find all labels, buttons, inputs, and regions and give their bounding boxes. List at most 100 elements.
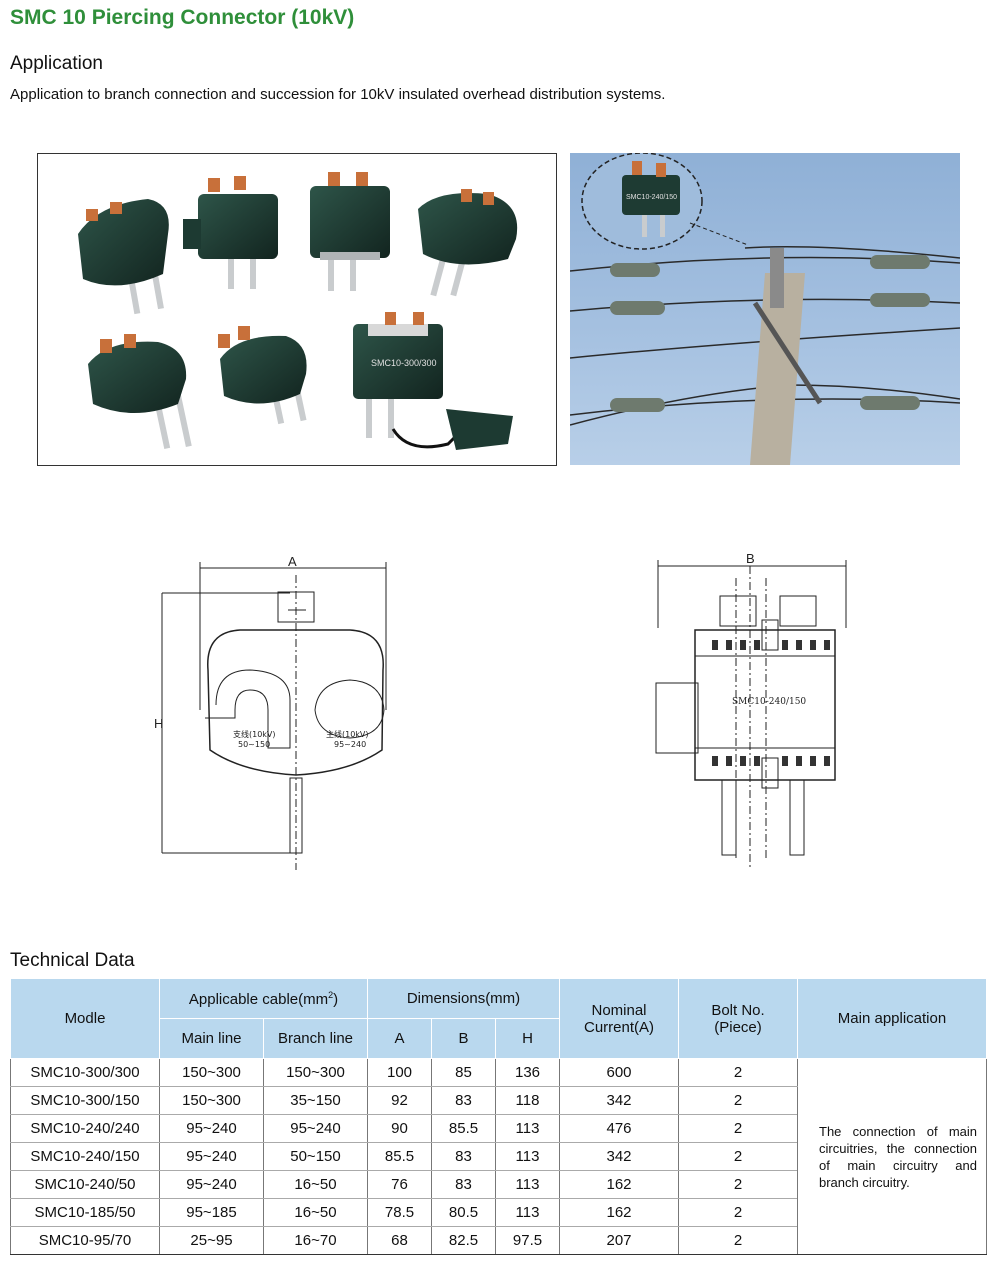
front-ribs [712, 640, 830, 766]
cell-branch-line: 16~50 [263, 1170, 368, 1199]
cell-dim-a: 90 [367, 1114, 432, 1143]
header-branch-line: Branch line [263, 1018, 368, 1059]
cell-branch-line: 16~70 [263, 1226, 368, 1255]
cell-dim-h: 136 [495, 1058, 560, 1087]
connector-7-label: SMC10-300/300 [371, 358, 437, 368]
header-dim-a: A [367, 1018, 432, 1059]
cell-bolts: 2 [678, 1170, 798, 1199]
dim-b-label: B [746, 551, 755, 566]
cell-branch-line: 16~50 [263, 1198, 368, 1227]
branch-line-range: 50~150 [238, 740, 270, 749]
connector-photo-4 [418, 189, 518, 297]
cell-branch-line: 150~300 [263, 1058, 368, 1087]
connector-photo-7: SMC10-300/300 [353, 312, 513, 450]
header-model: Modle [10, 978, 160, 1059]
cell-model: SMC10-240/240 [10, 1114, 160, 1143]
header-bolt-no: Bolt No.(Piece) [678, 978, 798, 1059]
cell-model: SMC10-240/150 [10, 1142, 160, 1171]
connector-photo-2 [183, 176, 278, 289]
cell-dim-a: 100 [367, 1058, 432, 1087]
main-line-label: 主线(10kV) [326, 729, 369, 739]
cell-dim-a: 68 [367, 1226, 432, 1255]
cell-dim-h: 113 [495, 1114, 560, 1143]
cell-dim-a: 85.5 [367, 1142, 432, 1171]
dim-a-label: A [288, 554, 297, 569]
cell-bolts: 2 [678, 1226, 798, 1255]
cell-dim-b: 80.5 [431, 1198, 496, 1227]
table-row: SMC10-95/70 25~95 16~70 68 82.5 97.5 207… [10, 1226, 987, 1255]
table-row: SMC10-300/150 150~300 35~150 92 83 118 3… [10, 1086, 987, 1115]
connector-photo-5 [88, 334, 192, 449]
cell-dim-a: 76 [367, 1170, 432, 1199]
connector-photo-3 [310, 172, 390, 291]
branch-line-label: 支线(10kV) [233, 729, 276, 739]
crossarm [752, 301, 823, 405]
pole-illustration: SMC10-240/150 [570, 153, 960, 465]
cell-dim-b: 85 [431, 1058, 496, 1087]
cell-main-line: 95~185 [159, 1198, 264, 1227]
cell-bolts: 2 [678, 1198, 798, 1227]
connector-photo-group: SMC10-300/300 [78, 172, 518, 450]
inset-connector [622, 175, 680, 215]
cell-bolts: 2 [678, 1142, 798, 1171]
insulator-top [770, 248, 784, 308]
technical-heading: Technical Data [10, 950, 135, 971]
cell-dim-b: 83 [431, 1170, 496, 1199]
cell-current: 162 [559, 1170, 679, 1199]
table-row: SMC10-300/300 150~300 150~300 100 85 136… [10, 1058, 987, 1255]
table-row: SMC10-240/50 95~240 16~50 76 83 113 162 … [10, 1170, 987, 1199]
main-line-range: 95~240 [334, 740, 366, 749]
table-row: SMC10-240/240 95~240 95~240 90 85.5 113 … [10, 1114, 987, 1143]
table-row: SMC10-185/50 95~185 16~50 78.5 80.5 113 … [10, 1198, 987, 1227]
cell-model: SMC10-185/50 [10, 1198, 160, 1227]
cell-dim-h: 113 [495, 1170, 560, 1199]
page-title: SMC 10 Piercing Connector (10kV) [10, 6, 355, 29]
cell-main-line: 95~240 [159, 1170, 264, 1199]
cell-dim-b: 85.5 [431, 1114, 496, 1143]
connector-photo-6 [218, 326, 307, 425]
cell-main-line: 25~95 [159, 1226, 264, 1255]
cell-dim-h: 118 [495, 1086, 560, 1115]
header-dim-b: B [431, 1018, 496, 1059]
cell-main-application: The connection of main circuitries, the … [797, 1058, 987, 1255]
cell-model: SMC10-95/70 [10, 1226, 160, 1255]
cell-dim-h: 113 [495, 1198, 560, 1227]
cell-bolts: 2 [678, 1114, 798, 1143]
header-main-application: Main application [797, 978, 987, 1059]
connector-photo-1 [78, 199, 169, 315]
header-dim-h: H [495, 1018, 560, 1059]
inset-label: SMC10-240/150 [626, 194, 677, 201]
insulators [610, 255, 930, 412]
cell-branch-line: 35~150 [263, 1086, 368, 1115]
cell-current: 162 [559, 1198, 679, 1227]
cell-branch-line: 95~240 [263, 1114, 368, 1143]
table-row: SMC10-240/150 95~240 50~150 85.5 83 113 … [10, 1142, 987, 1171]
application-heading: Application [10, 53, 103, 74]
dim-h-label: H [154, 716, 163, 731]
cell-dim-b: 83 [431, 1142, 496, 1171]
cell-current: 600 [559, 1058, 679, 1087]
cell-bolts: 2 [678, 1086, 798, 1115]
cell-dim-h: 97.5 [495, 1226, 560, 1255]
cell-model: SMC10-300/150 [10, 1086, 160, 1115]
cell-current: 207 [559, 1226, 679, 1255]
header-dimensions: Dimensions(mm) [367, 978, 560, 1019]
cell-bolts: 2 [678, 1058, 798, 1087]
cell-main-line: 150~300 [159, 1086, 264, 1115]
cell-current: 342 [559, 1086, 679, 1115]
cell-model: SMC10-240/50 [10, 1170, 160, 1199]
cell-main-line: 95~240 [159, 1114, 264, 1143]
product-photos: SMC10-300/300 [37, 153, 557, 466]
cell-current: 342 [559, 1142, 679, 1171]
header-main-line: Main line [159, 1018, 264, 1059]
cell-dim-a: 78.5 [367, 1198, 432, 1227]
installation-photo: SMC10-240/150 [570, 153, 960, 465]
technical-data-table: Modle Applicable cable(mm2) Dimensions(m… [10, 978, 987, 1255]
header-applicable-cable: Applicable cable(mm2) [159, 978, 368, 1019]
cell-dim-b: 82.5 [431, 1226, 496, 1255]
cell-branch-line: 50~150 [263, 1142, 368, 1171]
cell-main-line: 150~300 [159, 1058, 264, 1087]
cell-main-line: 95~240 [159, 1142, 264, 1171]
side-view-drawing: A H 支线(10kV) 50~150 主线(10kV) 95~240 [154, 554, 387, 870]
front-view-drawing: B SMC10-240/150 [655, 551, 847, 868]
